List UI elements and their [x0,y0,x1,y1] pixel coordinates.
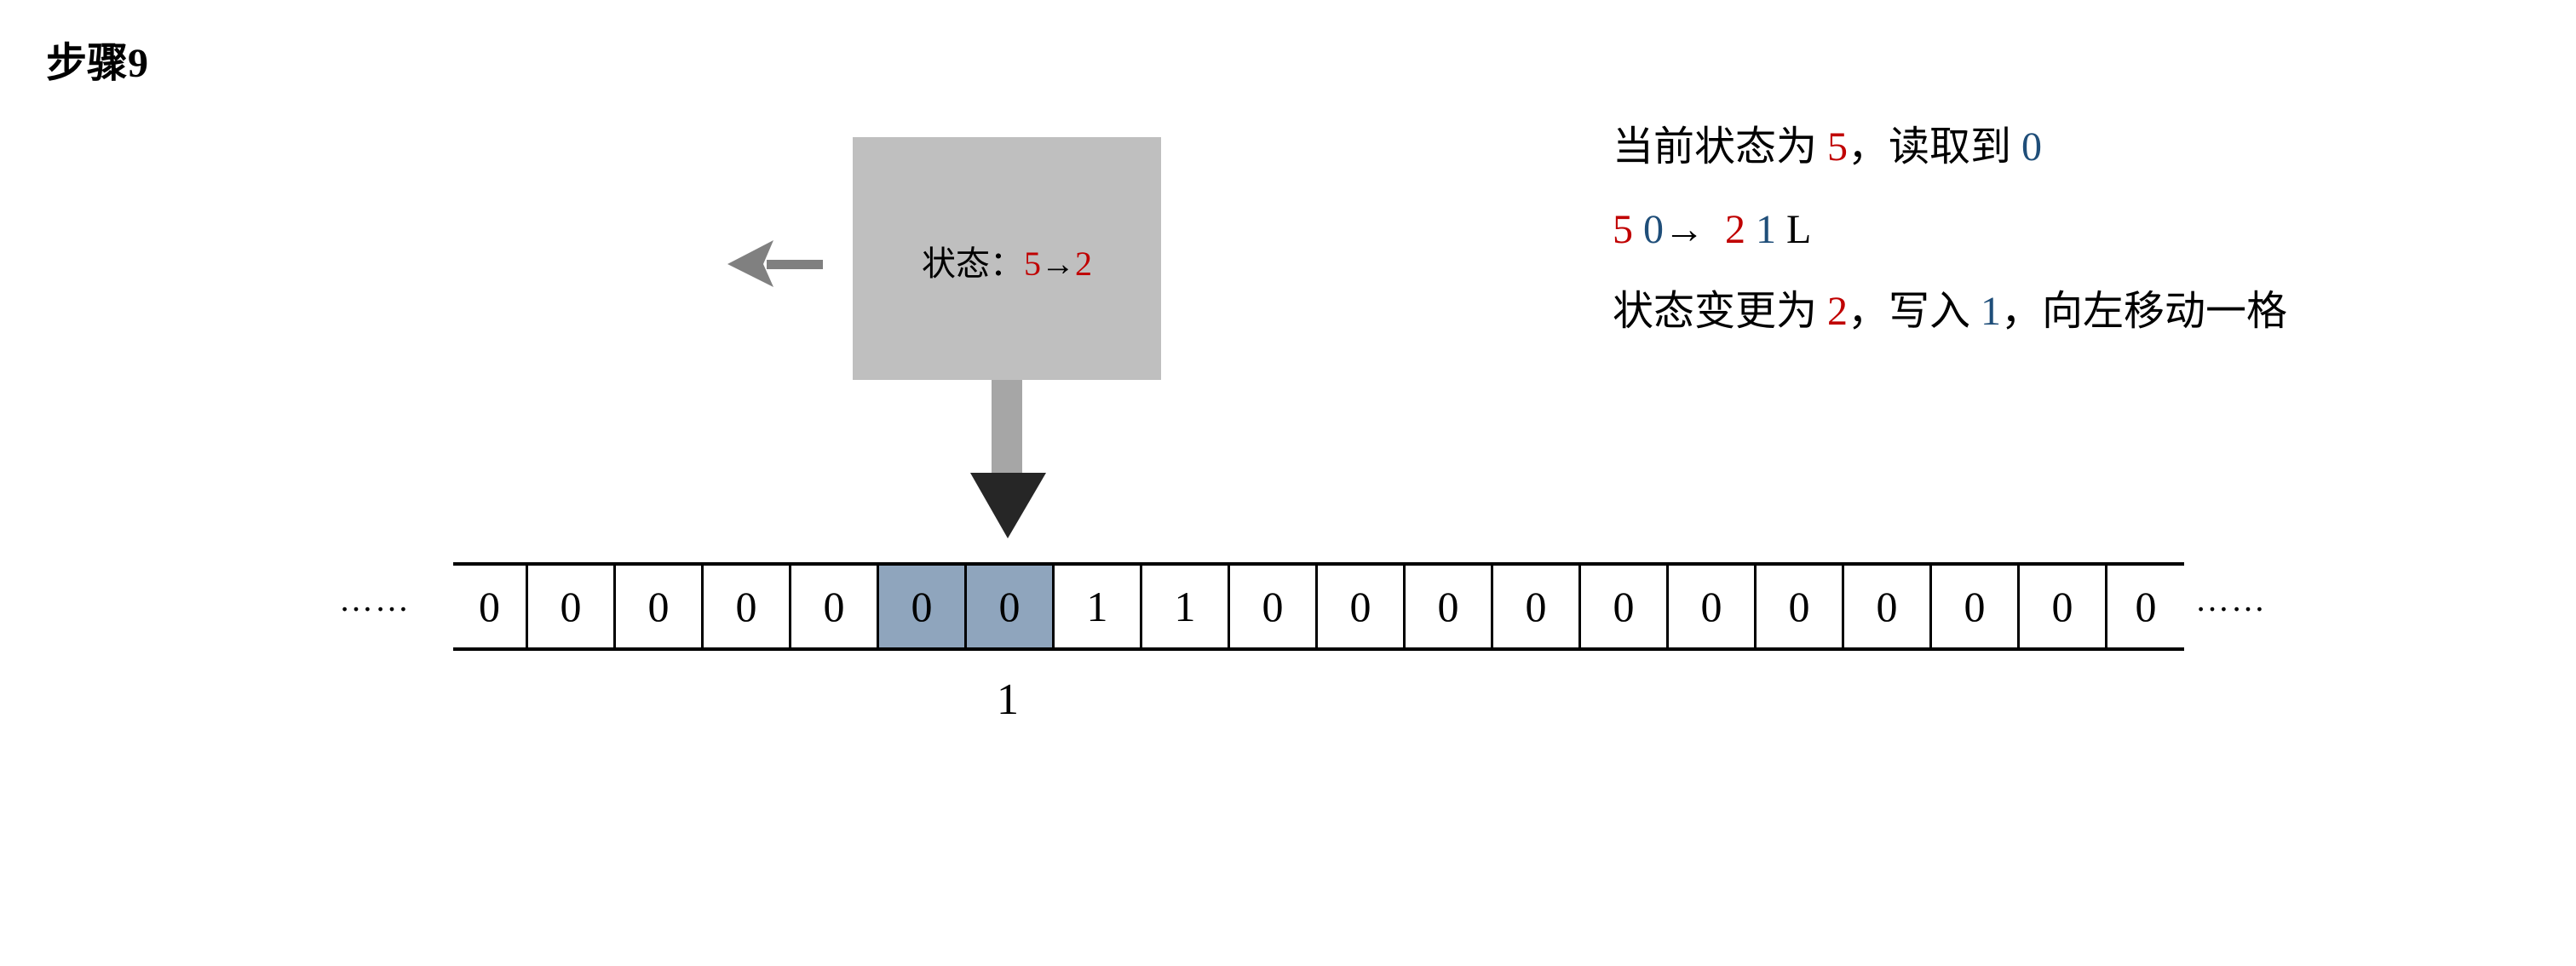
left-ellipsis: …… [339,580,411,618]
rule-read: 0 [1643,207,1664,252]
info-line-3: 状态变更为 2，写入 1，向左移动一格 [1613,286,2287,337]
tape-cell: 0 [526,566,613,647]
tape-cell: 0 [1666,566,1754,647]
tape-cell: 0 [1929,566,2017,647]
tape-cell: 0 [789,566,877,647]
rule-new-state: 2 [1725,207,1745,252]
from-state: 5 [1024,244,1041,283]
tape-cell: 0 [1578,566,1666,647]
head-state-label: 状态：5→2 [853,242,1161,286]
tape-cell: 0 [613,566,701,647]
tape-cell: 0 [479,583,500,630]
to-state: 2 [1075,244,1092,283]
state-prefix: 状态： [922,244,1024,283]
info-text: 状态变更为 [1613,289,1828,334]
info-text: 当前状态为 [1613,124,1828,170]
tape-cell: 0 [1315,566,1403,647]
move-left-arrow-icon [727,240,823,287]
new-state: 2 [1827,289,1849,334]
info-text: ，写入 [1848,289,1981,334]
tape-head-box [853,137,1161,380]
current-state: 5 [1827,124,1849,170]
tape-cell: 0 [2105,566,2184,647]
tape-cell: 0 [701,566,789,647]
tape-cell: 1 [1052,566,1140,647]
info-text: ，向左移动一格 [2001,289,2288,334]
tape-cell: 0 [1754,566,1842,647]
tape-cell: 1 [1140,566,1228,647]
rule-state: 5 [1613,207,1633,252]
written-value-label: 1 [997,676,1019,724]
rule-move: L [1786,207,1812,252]
right-ellipsis: …… [2195,580,2267,618]
rule-arrow: → [1664,207,1715,252]
info-line-1: 当前状态为 5，读取到 0 [1613,122,2042,173]
write-symbol: 1 [1981,289,2002,334]
rule-write: 1 [1756,207,1776,252]
step-title: 步骤9 [46,41,149,86]
head-pointer-arrow-icon [970,380,1046,538]
tape-cell: 0 [1491,566,1578,647]
tape-cell: 0 [1403,566,1491,647]
read-symbol: 0 [2021,124,2043,170]
tape-cell: 0 [964,566,1052,647]
tape-cell: 0 [877,566,964,647]
tape-cell: 0 [1842,566,1929,647]
transition-arrow: → [1041,244,1075,283]
tape-cell: 0 [2017,566,2105,647]
info-text: ，读取到 [1848,124,2022,170]
tape-cell: 0 [1228,566,1315,647]
info-line-2-rule: 5 0→ 2 1 L [1613,204,1811,256]
